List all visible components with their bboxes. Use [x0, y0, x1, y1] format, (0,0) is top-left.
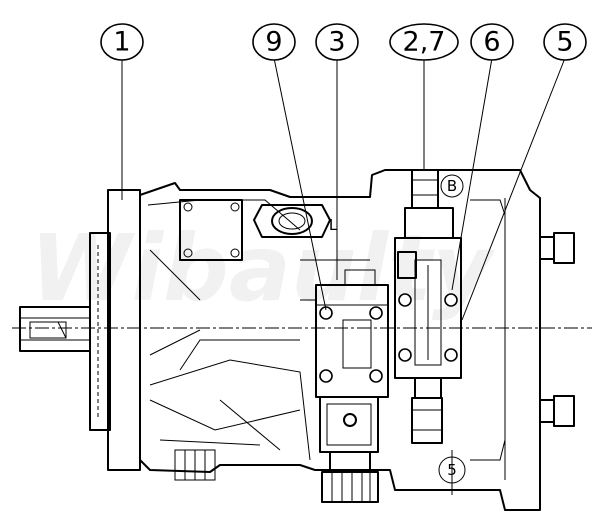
- callout-1: 1: [100, 23, 144, 61]
- callout-6: 6: [470, 23, 514, 61]
- end-cover-bolts: [470, 198, 575, 480]
- regulator-valve: [394, 169, 462, 444]
- leader-lines: [121, 57, 566, 321]
- callout-5: 5: [543, 23, 587, 61]
- port-5: 5: [438, 450, 466, 495]
- callout-2-7: 2,7: [389, 23, 459, 61]
- callout-6-label: 6: [483, 27, 500, 58]
- callout-3-label: 3: [328, 27, 345, 58]
- port-b-label: B: [447, 177, 457, 195]
- callout-9-label: 9: [265, 27, 282, 58]
- watermark-text: Wibaulty: [30, 215, 496, 322]
- cover-plate: [179, 199, 243, 261]
- callout-9: 9: [252, 23, 296, 61]
- callout-2-7-label: 2,7: [403, 27, 446, 58]
- callout-1-label: 1: [113, 27, 130, 58]
- callout-3: 3: [315, 23, 359, 61]
- mounting-flange: [89, 189, 141, 471]
- port-l-boss: L: [253, 204, 338, 238]
- port-l-label: L: [329, 216, 338, 234]
- housing-foot: [174, 449, 216, 481]
- callout-5-label: 5: [556, 27, 573, 58]
- port-b: B: [440, 174, 464, 198]
- solenoid: [319, 396, 379, 503]
- drive-shaft: [19, 306, 91, 352]
- port-5-label: 5: [447, 461, 457, 479]
